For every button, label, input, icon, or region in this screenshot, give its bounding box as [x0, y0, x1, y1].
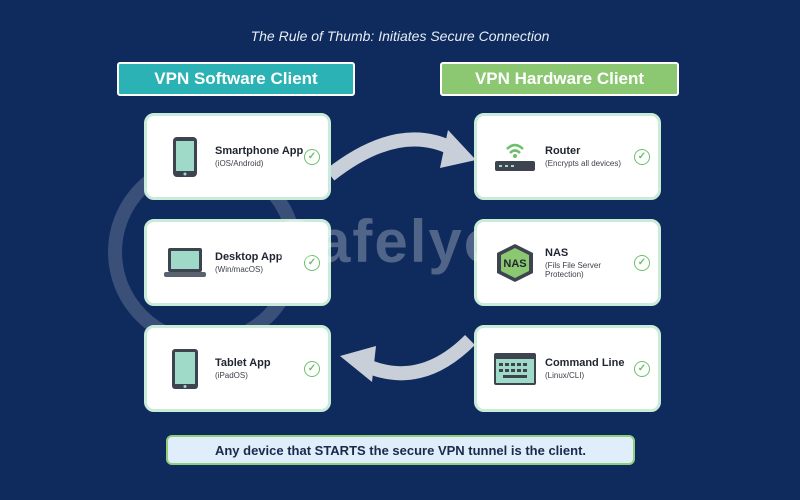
- top-arrowhead: [440, 130, 476, 168]
- card-subtitle: (iOS/Android): [215, 159, 264, 168]
- card-title: Smartphone App: [215, 145, 304, 157]
- card-router: Router (Encrypts all devices) ✓: [474, 113, 661, 200]
- check-icon: ✓: [304, 254, 320, 271]
- card-smartphone-app: Smartphone App (iOS/Android) ✓: [144, 113, 331, 200]
- bottom-arrowhead: [340, 346, 376, 382]
- card-title: Command Line: [545, 357, 625, 369]
- watermark: Safelyo: [275, 208, 503, 275]
- nas-icon-label: NAS: [503, 258, 526, 270]
- card-subtitle: (iPadOS): [215, 371, 248, 380]
- hardware-client-header: VPN Hardware Client: [440, 62, 679, 96]
- check-icon: ✓: [634, 360, 650, 377]
- card-subtitle: (Win/macOS): [215, 265, 263, 274]
- laptop-icon: [161, 239, 209, 287]
- card-tablet-app: Tablet App (iPadOS) ✓: [144, 325, 331, 412]
- card-desktop-app: Desktop App (Win/macOS) ✓: [144, 219, 331, 306]
- nas-icon: NAS: [491, 239, 539, 287]
- check-icon: ✓: [634, 254, 650, 271]
- card-subtitle: (Fils File Server Protection): [545, 260, 602, 279]
- bottom-arrow: [362, 334, 475, 381]
- keyboard-icon: [491, 345, 539, 393]
- card-subtitle: (Encrypts all devices): [545, 159, 622, 168]
- check-icon: ✓: [634, 148, 650, 165]
- router-icon: [491, 133, 539, 181]
- card-title: NAS: [545, 246, 569, 259]
- tablet-icon: [161, 345, 209, 393]
- check-icon: ✓: [304, 148, 320, 165]
- card-title: Desktop App: [215, 251, 283, 263]
- card-title: Router: [545, 145, 581, 157]
- check-icon: ✓: [304, 360, 320, 377]
- card-subtitle: (Linux/CLI): [545, 371, 585, 380]
- footer-note: Any device that STARTS the secure VPN tu…: [166, 435, 635, 465]
- smartphone-icon: [161, 133, 209, 181]
- software-client-header: VPN Software Client: [117, 62, 355, 96]
- card-title: Tablet App: [215, 357, 271, 369]
- card-command-line: Command Line (Linux/CLI) ✓: [474, 325, 661, 412]
- card-nas: NAS NAS (Fils File Server Protection) ✓: [474, 219, 661, 306]
- top-arrow: [325, 132, 459, 181]
- subtitle: The Rule of Thumb: Initiates Secure Conn…: [250, 28, 550, 44]
